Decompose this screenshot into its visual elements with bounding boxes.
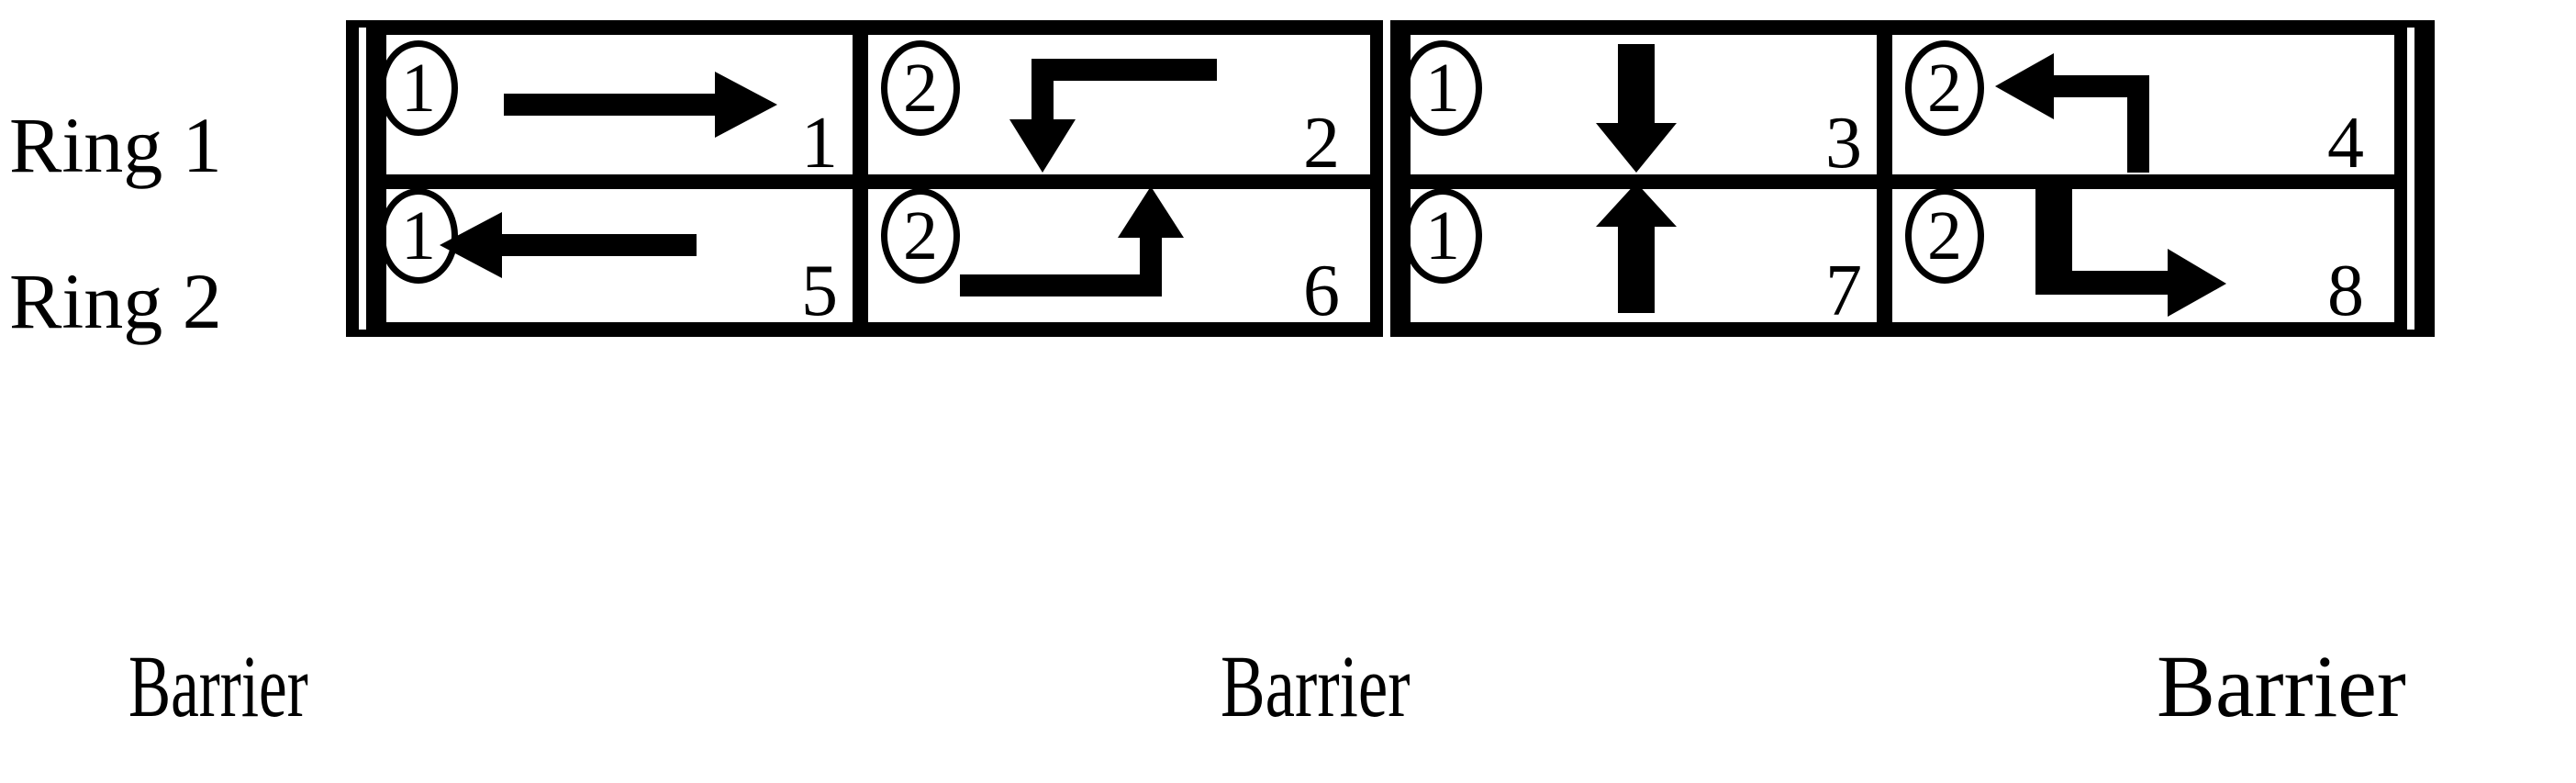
circle-outline [379, 188, 458, 284]
arrow-elbow-up-to-left-icon [1892, 35, 2379, 174]
cell-number-label: 5 [801, 251, 838, 331]
circle-outline [881, 188, 960, 284]
movement-cell-5[interactable]: 1 5 [366, 183, 853, 328]
circle-outline [881, 40, 960, 136]
phase-badge-circled-number: 2 [1905, 188, 1984, 284]
cell-number-label: 7 [1825, 251, 1862, 331]
cell-number-label: 1 [801, 103, 838, 184]
barrier-line-middle [1370, 20, 1411, 337]
phase-badge-circled-number: 1 [1403, 40, 1482, 136]
movement-cell-6[interactable]: 2 6 [868, 183, 1355, 328]
circle-outline [1905, 188, 1984, 284]
arrow-elbow-right-to-up-icon [868, 183, 1355, 322]
ring-block-right: 1 3 2 4 [1390, 35, 2394, 328]
movement-cell-3[interactable]: 1 3 [1390, 35, 1877, 180]
cell-number-label: 3 [1825, 103, 1862, 184]
cell-divider-right-block [1877, 35, 1892, 322]
cell-number-label: 6 [1303, 251, 1340, 331]
arrow-elbow-right-to-down-icon [868, 35, 1355, 174]
cell-number-label: 4 [2327, 103, 2364, 184]
phase-number: 1 [1425, 197, 1460, 274]
movement-cell-7[interactable]: 1 7 [1390, 183, 1877, 328]
arrow-left-icon [366, 183, 853, 322]
movement-cell-4[interactable]: 2 4 [1892, 35, 2379, 180]
cell-number-label: 2 [1303, 103, 1340, 184]
arrow-up-icon [1390, 183, 1877, 322]
circle-outline [1905, 40, 1984, 136]
barrier-caption-right: Barrier [2157, 637, 2406, 735]
circle-outline [1403, 40, 1482, 136]
barrier-line-right [2394, 20, 2435, 337]
circle-outline [1403, 188, 1482, 284]
arrow-elbow-down-to-right-icon [1892, 183, 2379, 322]
movement-cell-2[interactable]: 2 2 [868, 35, 1355, 180]
barrier-caption-middle: Barrier [1221, 637, 1411, 735]
arrow-down-icon [1390, 35, 1877, 174]
ring-block-left: 1 1 2 2 [366, 35, 1370, 328]
phase-badge-circled-number: 2 [881, 188, 960, 284]
phase-number: 2 [903, 197, 938, 274]
arrow-right-icon [366, 35, 853, 174]
phase-number: 1 [401, 50, 436, 127]
movement-cell-1[interactable]: 1 1 [366, 35, 853, 180]
movement-cell-8[interactable]: 2 8 [1892, 183, 2379, 328]
barrier-line-left [346, 20, 386, 337]
phase-number: 1 [401, 197, 436, 274]
circle-outline [379, 40, 458, 136]
barrier-caption-left: Barrier [128, 637, 308, 735]
phase-badge-circled-number: 2 [1905, 40, 1984, 136]
row-label-ring-2: Ring 2 [9, 257, 222, 345]
phase-badge-circled-number: 2 [881, 40, 960, 136]
phase-number: 2 [1927, 197, 1962, 274]
cell-number-label: 8 [2327, 251, 2364, 331]
row-label-ring-1: Ring 1 [9, 101, 222, 189]
phase-badge-circled-number: 1 [379, 40, 458, 136]
phase-number: 2 [903, 50, 938, 127]
phase-number: 1 [1425, 50, 1460, 127]
phase-number: 2 [1927, 50, 1962, 127]
phase-badge-circled-number: 1 [1403, 188, 1482, 284]
cell-divider-left-block [853, 35, 868, 322]
ring-barrier-diagram: 1 1 2 2 [346, 20, 2435, 337]
phase-badge-circled-number: 1 [379, 188, 458, 284]
